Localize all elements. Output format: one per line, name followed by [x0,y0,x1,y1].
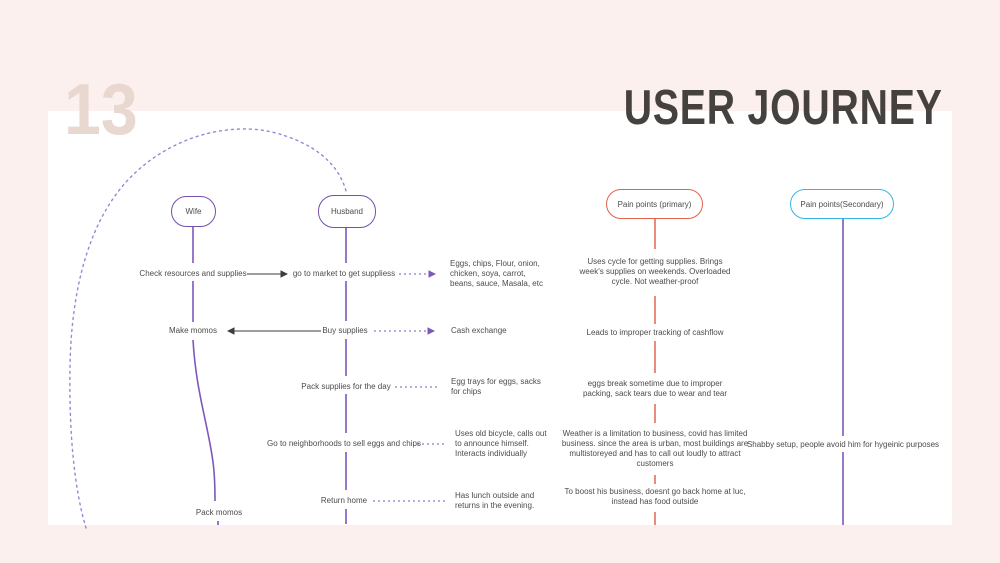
secondary-pain-shabby-setup: Shabby setup, people avoid him for hygei… [746,440,940,449]
pain-points-secondary-label: Pain points(Secondary) [800,199,884,209]
pain-points-primary-node: Pain points (primary) [606,189,703,219]
content-surface [48,111,952,525]
primary-pain-weather: Weather is a limitation to business, cov… [561,429,749,468]
primary-pain-cashflow: Leads to improper tracking of cashflow [586,328,724,337]
wife-step-pack-momos: Pack momos [195,508,243,517]
husband-node-label: Husband [330,207,364,216]
wife-node-label: Wife [185,207,202,216]
wife-timeline [192,227,219,525]
journey-arc [69,128,347,529]
page-number: 13 [64,70,138,150]
husband-node: Husband [318,195,376,228]
note-lunch-outside: Has lunch outside and returns in the eve… [455,491,535,510]
husband-step-neighborhoods: Go to neighborhoods to sell eggs and chi… [267,439,421,448]
page-title: USER JOURNEY [624,81,943,135]
primary-pain-eggs-break: eggs break sometime due to improper pack… [582,379,728,398]
primary-pain-cycle: Uses cycle for getting supplies. Brings … [579,257,731,286]
wife-step-check-resources: Check resources and supplies [139,269,247,278]
pain-points-primary-label: Pain points (primary) [617,199,692,209]
pain-points-secondary-node: Pain points(Secondary) [790,189,894,219]
husband-step-buy-supplies: Buy supplies [322,326,368,335]
primary-pain-no-lunch-home: To boost his business, doesnt go back ho… [564,487,746,506]
solid-arrows [226,270,321,335]
note-egg-trays: Egg trays for eggs, sacks for chips [451,377,541,396]
note-cash-exchange: Cash exchange [451,326,507,335]
wife-step-make-momos: Make momos [168,326,218,335]
note-old-bicycle: Uses old bicycle, calls out to announce … [455,429,547,458]
husband-step-market: go to market to get suppliess [292,269,396,278]
husband-step-return-home: Return home [320,496,368,505]
note-supplies-list: Eggs, chips, Flour, onion, chicken, soya… [450,259,543,288]
dotted-arrows [373,270,448,502]
husband-step-pack-supplies: Pack supplies for the day [301,382,391,391]
wife-node: Wife [171,196,216,227]
